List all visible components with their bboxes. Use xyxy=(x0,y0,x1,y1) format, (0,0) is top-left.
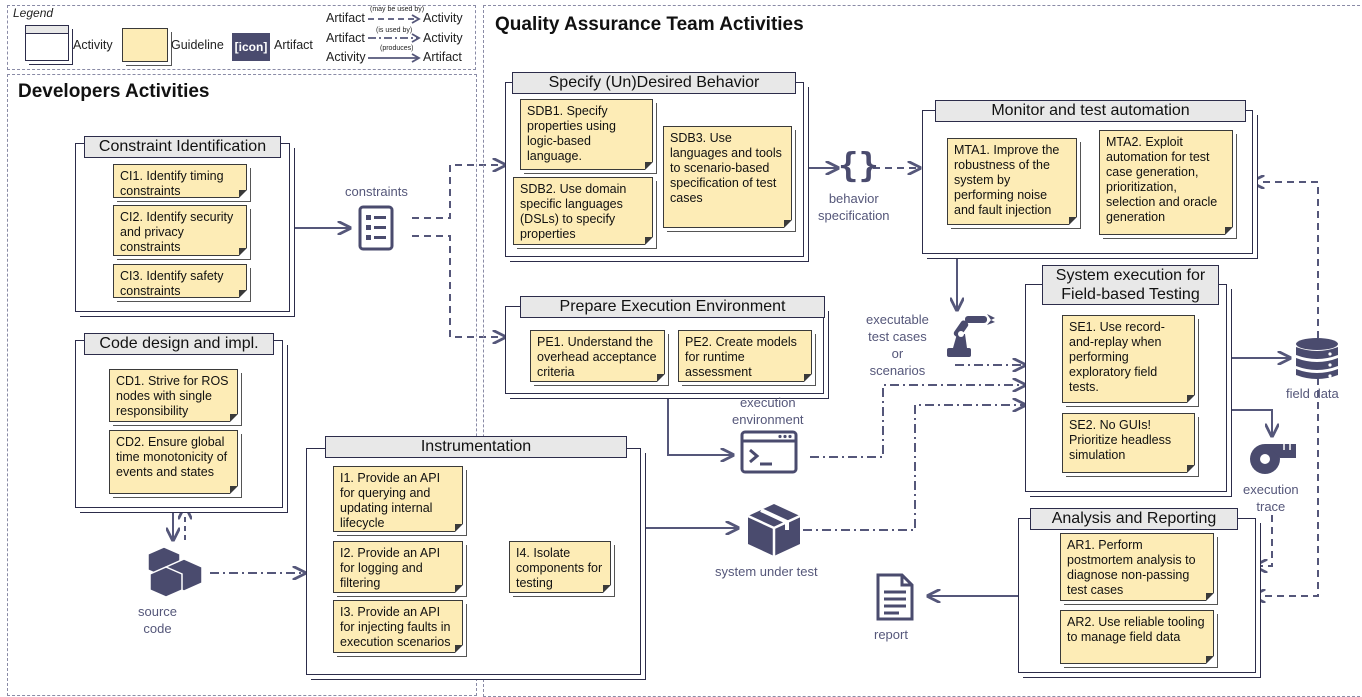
edge-trace-ar xyxy=(1255,515,1273,566)
guideline-mta1: MTA1. Improve the robustness of the syst… xyxy=(947,138,1077,225)
legend-row3-from: Activity xyxy=(326,50,366,64)
legend-activity-swatch xyxy=(25,25,69,61)
terminal-icon xyxy=(740,430,798,474)
artifact-behavior-label-line2: specification xyxy=(818,208,890,223)
artifact-exec-env-line1: execution xyxy=(739,395,796,410)
guideline-mta2: MTA2. Exploit automation for test case g… xyxy=(1099,130,1233,235)
legend-artifact-label: Artifact xyxy=(274,38,313,52)
artifact-sut-label: system under test xyxy=(715,564,818,579)
braces-icon: {} xyxy=(838,146,879,186)
guideline-pe2: PE2. Create models for runtime assessmen… xyxy=(678,330,812,382)
report-icon xyxy=(876,573,914,621)
activity-monitor-test-automation-title: Monitor and test automation xyxy=(935,100,1246,122)
artifact-exec-trace-line1: execution xyxy=(1243,482,1299,497)
edge-constraints-sdb xyxy=(412,165,505,219)
legend-arrows xyxy=(368,14,421,63)
activity-system-execution-title: System execution for Field-based Testing xyxy=(1042,265,1219,305)
database-icon xyxy=(1296,338,1338,379)
legend-box xyxy=(7,5,476,70)
artifact-exec-tests-label: executable test cases or scenarios xyxy=(866,311,929,379)
artifact-exec-env-line2: environment xyxy=(732,412,804,427)
artifact-behavior-label-line1: behavior xyxy=(828,191,879,206)
guideline-ci2: CI2. Identify security and privacy const… xyxy=(113,205,247,256)
legend-row1-to: Activity xyxy=(423,11,463,25)
artifact-constraints-label: constraints xyxy=(345,184,408,199)
robot-arm-icon xyxy=(947,314,995,357)
guideline-se2: SE2. No GUIs! Prioritize headless simula… xyxy=(1062,413,1195,473)
artifact-exec-env-label: execution environment xyxy=(732,394,804,428)
cube-icon xyxy=(747,504,801,556)
checklist-icon xyxy=(358,205,394,251)
legend-row2-to: Activity xyxy=(423,31,463,45)
guideline-pe1: PE1. Understand the overhead acceptance … xyxy=(530,330,665,382)
measuring-tape-icon xyxy=(1250,444,1296,474)
artifact-source-label: source code xyxy=(138,603,177,637)
artifact-exec-tests-line2: test cases xyxy=(868,329,927,344)
artifact-field-data-label: field data xyxy=(1286,386,1339,401)
artifact-behavior-label: behavior specification xyxy=(818,190,890,224)
legend-title: Legend xyxy=(13,6,54,20)
legend-row2-rel: (is used by) xyxy=(376,27,413,34)
activity-specify-behavior-title: Specify (Un)Desired Behavior xyxy=(512,72,796,94)
activity-prepare-env-title: Prepare Execution Environment xyxy=(520,296,825,318)
guideline-ar2: AR2. Use reliable tooling to manage fiel… xyxy=(1060,610,1214,664)
artifact-exec-tests-line3: or xyxy=(891,346,904,361)
guideline-cd1: CD1. Strive for ROS nodes with single re… xyxy=(109,369,238,422)
edge-fielddata-mta xyxy=(1252,182,1319,338)
guideline-sdb3: SDB3. Use languages and tools to scenari… xyxy=(663,126,792,228)
legend-guideline-swatch xyxy=(122,28,168,62)
guideline-i3: I3. Provide an API for injecting faults … xyxy=(333,600,463,653)
guideline-sdb1: SDB1. Specify properties using logic-bas… xyxy=(520,99,653,170)
legend-row2-from: Artifact xyxy=(326,31,365,45)
guideline-i4: I4. Isolate components for testing xyxy=(509,541,611,593)
activity-constraint-identification-title: Constraint Identification xyxy=(84,136,281,158)
activity-instrumentation-title: Instrumentation xyxy=(325,436,627,458)
artifact-exec-tests-line4: scenarios xyxy=(869,363,926,378)
activity-system-execution-title-line2: Field-based Testing xyxy=(1061,286,1200,303)
edge-pe-env xyxy=(667,392,733,455)
artifact-source-line2: code xyxy=(143,621,172,636)
legend-row3-to: Artifact xyxy=(423,50,462,64)
guideline-ci3: CI3. Identify safety constraints xyxy=(113,264,247,298)
guideline-ar1: AR1. Perform postmortem analysis to diag… xyxy=(1060,533,1214,601)
guideline-i1: I1. Provide an API for querying and upda… xyxy=(333,466,463,532)
activity-analysis-reporting-title: Analysis and Reporting xyxy=(1030,508,1238,530)
activity-code-design-title: Code design and impl. xyxy=(84,333,274,355)
legend-guideline-label: Guideline xyxy=(171,38,224,52)
edge-fielddata-ar xyxy=(1253,378,1319,596)
edge-sut-se xyxy=(803,405,1025,531)
source-code-icon xyxy=(147,546,203,598)
guideline-ci1: CI1. Identify timing constraints xyxy=(113,164,247,198)
guideline-i2: I2. Provide an API for logging and filte… xyxy=(333,541,463,593)
legend-row3-rel: (produces) xyxy=(380,45,414,52)
qa-region-title: Quality Assurance Team Activities xyxy=(495,14,804,35)
legend-icon-swatch: [icon] xyxy=(232,33,270,61)
legend-activity-label: Activity xyxy=(73,38,113,52)
guideline-cd2: CD2. Ensure global time monotonicity of … xyxy=(109,430,238,494)
artifact-source-line1: source xyxy=(138,604,178,619)
legend-row1-rel: (may be used by) xyxy=(370,6,425,13)
legend-row1-from: Artifact xyxy=(326,11,365,25)
artifact-exec-trace-label: execution trace xyxy=(1243,481,1299,515)
developers-region-title: Developers Activities xyxy=(18,81,210,102)
guideline-sdb2: SDB2. Use domain specific languages (DSL… xyxy=(513,177,653,245)
edge-constraints-pe xyxy=(412,235,505,337)
edge-se-trace xyxy=(1225,409,1272,436)
guideline-se1: SE1. Use record-and-replay when performi… xyxy=(1062,315,1195,403)
artifact-exec-tests-line1: executable xyxy=(866,312,929,327)
artifact-exec-trace-line2: trace xyxy=(1256,499,1286,514)
edge-env-se xyxy=(810,385,1025,458)
activity-system-execution-title-line1: System execution for xyxy=(1055,267,1206,284)
artifact-report-label: report xyxy=(874,627,908,642)
